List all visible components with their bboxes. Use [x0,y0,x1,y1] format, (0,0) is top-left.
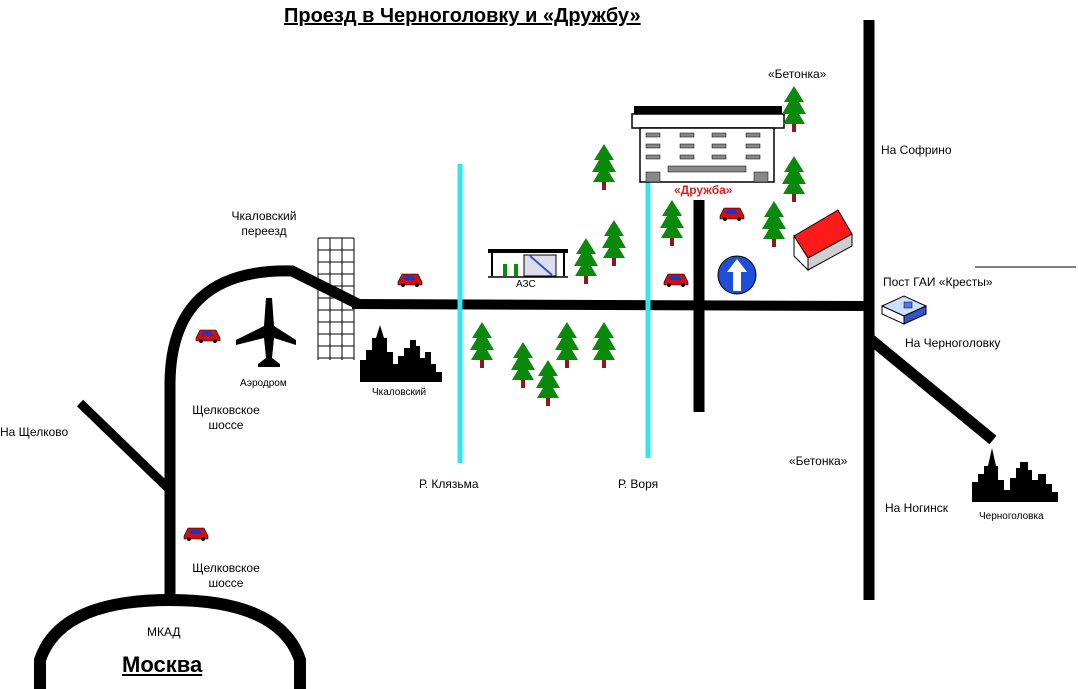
label-gas-station: АЗС [516,279,536,290]
road-to-chernogolovka [865,333,997,445]
car-icon [397,273,423,287]
road-main [351,299,869,311]
car-icon [195,329,221,343]
tree-icon [782,156,806,202]
city-label-moscow: Москва [122,652,203,677]
city-silhouette-icon [972,448,1058,502]
label-text: шоссе [208,418,244,432]
gas-station-icon [488,249,568,278]
tree-icon [592,322,616,368]
tree-icon [555,322,579,368]
tree-icon [574,238,598,284]
tree-icon [511,342,535,388]
car-icon [183,527,209,541]
label-mkad: МКАД [147,625,181,639]
label-chkalovsky-crossing: Чкаловский переезд [222,209,306,239]
tree-icon [762,201,786,247]
label-betonka-top: «Бетонка» [768,67,827,81]
label-aerodrome: Аэродром [240,378,287,389]
label-text: шоссе [208,576,244,590]
car-icon [719,207,745,221]
label-to-sofrino: На Софрино [881,143,952,157]
tree-icon [660,200,684,246]
airplane-icon [236,298,296,367]
house-icon [793,209,853,272]
label-chernogolovka: Черноголовка [979,511,1044,522]
police-post-icon [880,295,928,325]
page-title: Проезд в Черноголовку и «Дружбу» [284,5,641,27]
tree-icon [782,86,806,132]
label-schelkovo-highway-1: Щелковское шоссе [186,403,266,433]
label-chkalovsky: Чкаловский [372,387,427,398]
road-to-schelkovo [76,399,176,496]
label-text: Щелковское [192,561,260,575]
label-text: Чкаловский [231,209,297,223]
label-text: переезд [241,224,287,238]
road-schelkovo-highway [164,265,361,600]
label-schelkovo-highway-2: Щелковское шоссе [186,561,266,591]
car-icon [663,273,689,287]
building-icon [631,106,785,183]
label-to-schelkovo: На Щелково [0,425,69,439]
tree-icon [602,220,626,266]
label-river-klyazma: Р. Клязьма [419,477,479,491]
label-betonka-bottom: «Бетонка» [789,454,848,468]
label-post-gai: Пост ГАИ «Кресты» [883,275,993,289]
tree-icon [470,322,494,368]
direction-sign-icon [717,255,757,295]
label-text: Щелковское [192,403,260,417]
label-river-vorya: Р. Воря [618,477,659,491]
tree-icon [536,360,560,406]
tree-icon [592,144,616,190]
label-druzhba: «Дружба» [674,183,733,197]
label-to-chernogolovka: На Черноголовку [905,336,1001,350]
city-silhouette-icon [360,325,442,382]
railway-grid [317,237,355,360]
label-to-noginsk: На Ногинск [885,501,948,515]
